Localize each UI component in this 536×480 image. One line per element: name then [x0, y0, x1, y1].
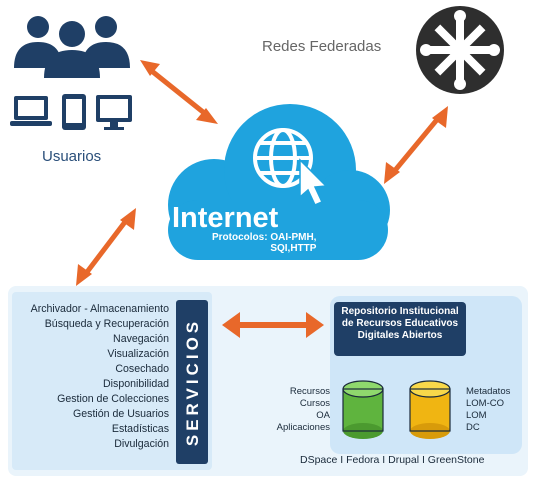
protocols-line-1: Protocolos: OAI-PMH, — [212, 232, 317, 243]
cursor-arrow — [299, 158, 328, 206]
repository-title-line-2: de Recursos Educativos — [341, 318, 459, 329]
arrow-internet-services — [76, 208, 136, 286]
repository-title-line-3: Digitales Abiertos — [357, 330, 443, 341]
service-item: Archivador - Almacenamiento — [30, 303, 169, 315]
users-group-icon — [14, 16, 130, 78]
service-item: Divulgación — [114, 438, 169, 450]
services-vertical-text: SERVICIOS — [183, 317, 202, 447]
platforms-label: DSpace I Fedora I Drupal I GreenStone — [300, 454, 485, 466]
federated-network-icon — [416, 6, 504, 94]
internet-protocols: Protocolos: OAI-PMH, SQI,HTTP — [212, 232, 316, 254]
resource-item: Recursos — [289, 386, 330, 397]
arrow-services-repository — [222, 312, 324, 338]
services-panel-bg — [12, 292, 212, 470]
repository-title: Repositorio Institucional de Recursos Ed… — [336, 306, 464, 342]
metadata-item: LOM-CO — [466, 398, 504, 409]
service-item: Disponibilidad — [103, 378, 169, 390]
desktop-icon — [96, 95, 132, 130]
service-item: Cosechado — [115, 363, 169, 375]
resources-list: Recursos Cursos OA Aplicaciones — [262, 386, 330, 434]
metadata-item: LOM — [466, 410, 487, 421]
green-database-icon — [342, 380, 384, 439]
internet-title: Internet — [172, 202, 279, 234]
services-list: Archivador - Almacenamiento Búsqueda y R… — [14, 302, 169, 452]
repository-title-box — [334, 302, 466, 356]
resource-item: Aplicaciones — [276, 422, 330, 433]
yellow-database-icon — [409, 380, 451, 439]
globe-cursor-icon — [253, 128, 313, 188]
users-label: Usuarios — [42, 148, 102, 165]
service-item: Gestión de Usuarios — [73, 408, 169, 420]
resource-item: OA — [316, 410, 330, 421]
arrow-federated-internet — [384, 106, 448, 184]
internet-cloud — [168, 104, 390, 260]
laptop-icon — [10, 96, 52, 126]
arrow-users-internet — [140, 60, 218, 124]
protocols-line-2: SQI,HTTP — [270, 243, 317, 254]
services-vertical-bar — [176, 300, 208, 464]
metadata-list: Metadatos LOM-CO LOM DC — [466, 386, 510, 434]
service-item: Estadísticas — [111, 423, 169, 435]
resource-item: Cursos — [299, 398, 330, 409]
service-item: Visualización — [107, 348, 169, 360]
metadata-item: Metadatos — [466, 386, 511, 397]
repository-title-line-1: Repositorio Institucional — [341, 306, 459, 317]
services-vertical-label: SERVICIOS — [178, 302, 208, 462]
metadata-item: DC — [466, 422, 480, 433]
service-item: Navegación — [113, 333, 169, 345]
tablet-icon — [62, 94, 86, 130]
service-item: Gestion de Colecciones — [57, 393, 169, 405]
service-item: Búsqueda y Recuperación — [44, 318, 169, 330]
federated-networks-label: Redes Federadas — [262, 38, 382, 55]
